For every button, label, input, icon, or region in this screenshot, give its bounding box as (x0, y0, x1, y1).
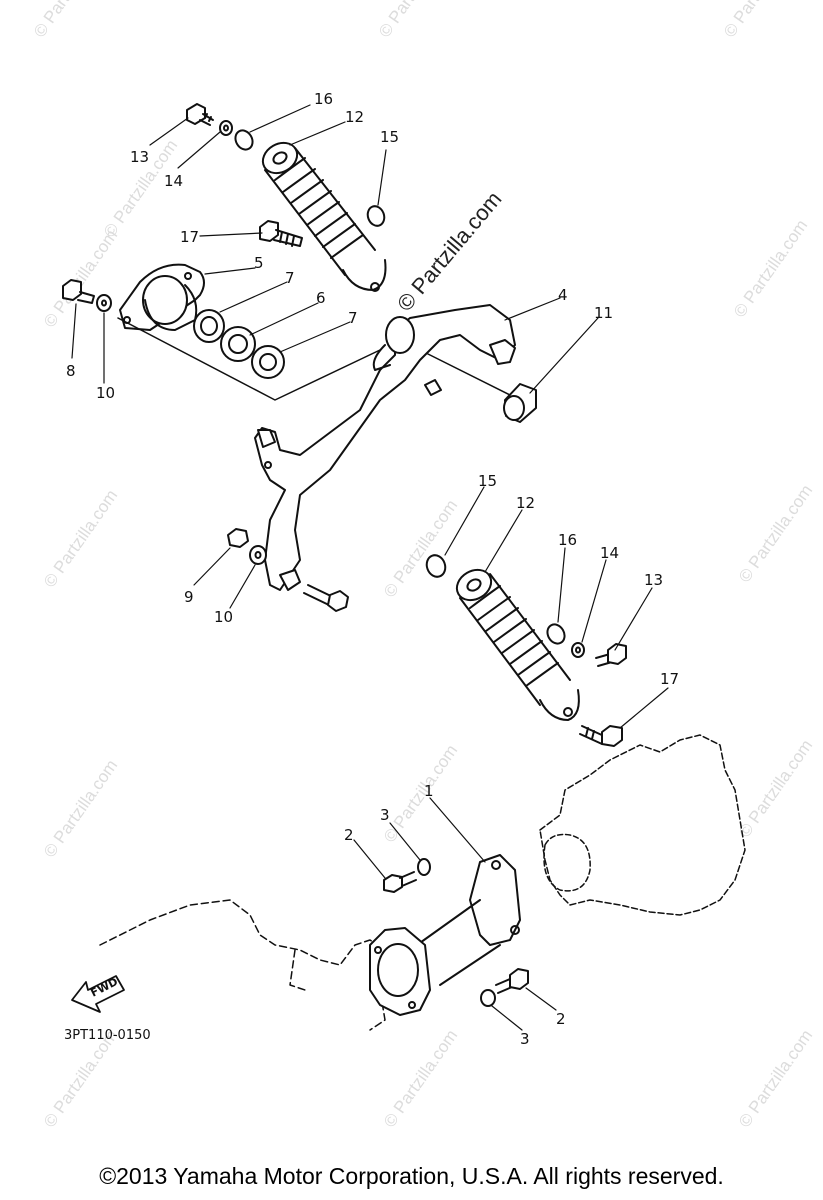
bolt-17-top (259, 220, 303, 247)
callout-5: 5 (254, 254, 264, 272)
washer-14-top (219, 120, 233, 136)
callout-15-top: 15 (380, 128, 399, 146)
collar-6 (220, 326, 256, 362)
bracket-5 (119, 263, 205, 331)
callout-17-bottom: 17 (660, 670, 679, 688)
swing-arm-4 (254, 304, 516, 591)
washer-3-upper (417, 858, 431, 876)
shock-absorber-12-bottom (455, 568, 580, 721)
bearing-7-lower (251, 345, 285, 379)
copyright-footer: ©2013 Yamaha Motor Corporation, U.S.A. A… (99, 1163, 724, 1189)
bolt-13-bottom (595, 643, 627, 667)
callout-14-top: 14 (164, 172, 183, 190)
callout-17-top: 17 (180, 228, 199, 246)
washer-14-bottom (571, 642, 585, 658)
washer-10-middle (249, 545, 267, 565)
frame-outline-left (99, 899, 386, 1031)
callout-1: 1 (424, 782, 434, 800)
callout-14-bottom: 14 (600, 544, 619, 562)
callout-2-upper: 2 (344, 826, 354, 844)
callout-10-middle: 10 (214, 608, 233, 626)
callout-16-bottom: 16 (558, 531, 577, 549)
washer-10-left (96, 294, 112, 312)
fwd-arrow: FWD (71, 975, 125, 1013)
callout-7-lower: 7 (348, 309, 358, 327)
callout-8: 8 (66, 362, 76, 380)
callout-13-bottom: 13 (644, 571, 663, 589)
nut-9 (227, 528, 249, 548)
washer-3-lower (480, 989, 496, 1007)
bracket-1 (369, 854, 521, 1016)
washer-15-top (366, 205, 386, 227)
collar-11 (503, 383, 537, 423)
callout-13-top: 13 (130, 148, 149, 166)
washer-15-bottom (425, 554, 447, 578)
bolt-13-top (186, 103, 214, 126)
washer-16-top (234, 129, 254, 151)
callout-11: 11 (594, 304, 613, 322)
leader-lines (71, 104, 669, 1031)
callout-2-lower: 2 (556, 1010, 566, 1028)
washer-16-bottom (546, 623, 566, 645)
bolt-17-bottom (579, 725, 623, 747)
part-code: 3PT110-0150 (64, 1028, 151, 1043)
callout-12-bottom: 12 (516, 494, 535, 512)
callout-15-bottom: 15 (478, 472, 497, 490)
callout-6: 6 (316, 289, 326, 307)
callout-4: 4 (558, 286, 568, 304)
callout-3-lower: 3 (520, 1030, 530, 1048)
engine-hub (543, 833, 591, 892)
callout-12-top: 12 (345, 108, 364, 126)
bolt-8 (62, 279, 95, 304)
engine-outline-right (539, 734, 746, 916)
callout-10-left: 10 (96, 384, 115, 402)
shock-absorber-12-top (261, 141, 387, 292)
callout-3-upper: 3 (380, 806, 390, 824)
bolt-2-upper (383, 871, 417, 893)
pivot-bolt (303, 584, 349, 612)
bolt-2-lower (495, 968, 529, 994)
callout-7-upper: 7 (285, 269, 295, 287)
callout-9: 9 (184, 588, 194, 606)
bearing-7-upper (193, 309, 225, 343)
callout-16-top: 16 (314, 90, 333, 108)
